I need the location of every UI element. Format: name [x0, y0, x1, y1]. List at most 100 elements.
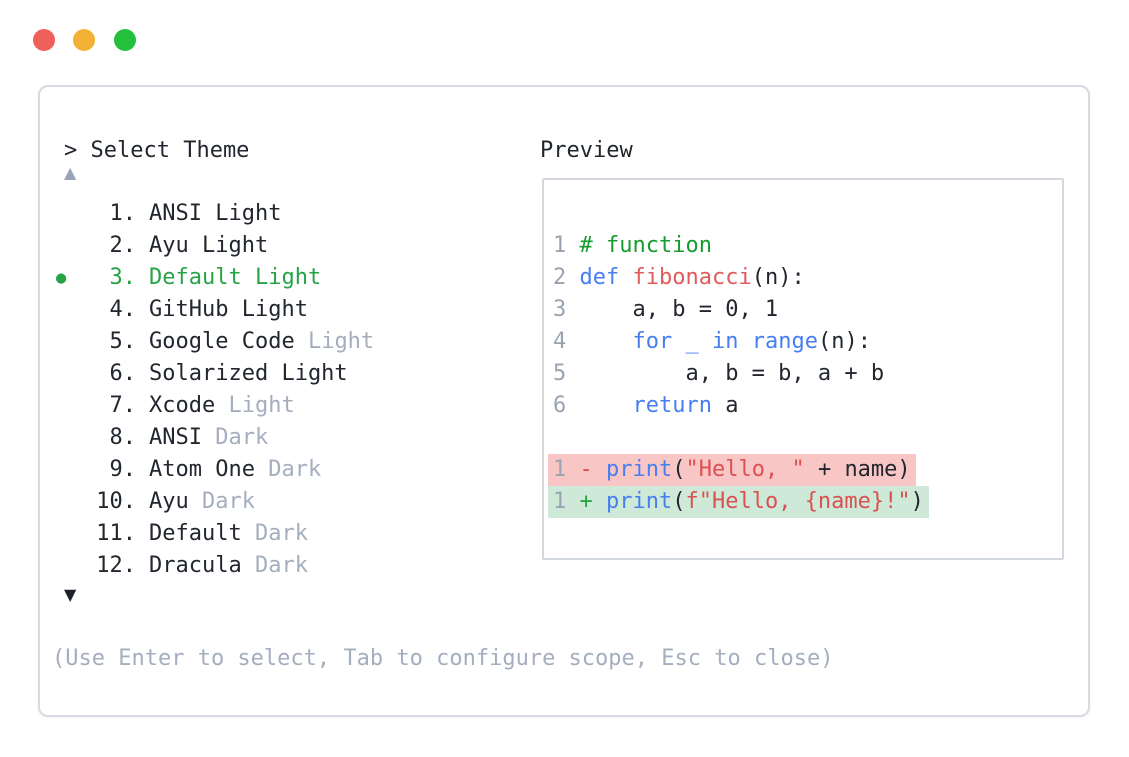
minimize-button[interactable]	[73, 29, 95, 51]
theme-list-item[interactable]: 4. GitHub Light	[56, 294, 526, 326]
theme-list-item[interactable]: 6. Solarized Light	[56, 358, 526, 390]
selected-bullet-icon: ●	[56, 268, 67, 288]
theme-list-item[interactable]: ● 3. Default Light	[56, 262, 526, 294]
token-plain: (n):	[817, 329, 871, 354]
diff-line-added: 1 + print(f"Hello, {name}!")	[548, 486, 929, 518]
code-line: 3 a, b = 0, 1	[548, 294, 783, 326]
select-theme-prompt: > Select Theme	[64, 138, 250, 163]
token-plain	[580, 329, 633, 354]
theme-list-item[interactable]: 10. Ayu Dark	[56, 486, 526, 518]
theme-item-name: ANSI Light	[149, 201, 282, 226]
theme-item-name: Solarized Light	[149, 361, 348, 386]
line-number: 4	[553, 329, 580, 354]
line-number: 1	[553, 457, 580, 482]
code-line: 2 def fibonacci(n):	[548, 262, 810, 294]
diff-line-removed: 1 - print("Hello, " + name)	[548, 454, 916, 486]
token-kw: _	[685, 329, 699, 354]
token-plain	[699, 329, 712, 354]
theme-item-number: 5.	[109, 329, 137, 354]
theme-item-variant: Dark	[201, 425, 269, 450]
theme-item-name: Default	[149, 521, 242, 546]
token-plain	[738, 329, 751, 354]
line-number: 2	[553, 265, 580, 290]
token-comment: # function	[579, 233, 712, 258]
scroll-up-icon[interactable]: ▲	[64, 163, 77, 182]
theme-list-item[interactable]: 8.ANSI Dark	[56, 422, 526, 454]
scroll-down-icon[interactable]: ▼	[64, 585, 77, 604]
theme-item-number: 2.	[109, 233, 137, 258]
token-kw: for	[632, 329, 673, 354]
theme-list-item[interactable]: 5. Google Code Light	[56, 326, 526, 358]
token-plain: (n):	[751, 265, 805, 290]
theme-item-name: Google Code	[149, 329, 295, 354]
theme-item-variant: Dark	[241, 521, 308, 546]
token-kw: return	[632, 393, 712, 418]
theme-item-name: Ayu Light	[149, 233, 269, 258]
token-fn: fibonacci	[632, 265, 752, 290]
token-plain: + name)	[804, 457, 911, 482]
token-plain: (	[672, 457, 686, 482]
code-line: 6 return a	[548, 390, 743, 422]
theme-item-name: GitHub Light	[149, 297, 308, 322]
preview-title: Preview	[540, 138, 633, 163]
theme-item-variant: Light	[215, 393, 295, 418]
theme-item-name: Default Light	[149, 265, 322, 290]
theme-list-item[interactable]: 11. Default Dark	[56, 518, 526, 550]
token-plain	[580, 393, 633, 418]
token-kw: def	[579, 265, 620, 290]
theme-item-name: ANSI	[149, 425, 202, 450]
theme-item-variant: Dark	[241, 553, 308, 578]
token-plain: )	[910, 489, 924, 514]
token-kw: print	[606, 457, 673, 482]
zoom-button[interactable]	[114, 29, 136, 51]
theme-item-number: 11.	[96, 521, 136, 546]
token-str: "Hello, "	[685, 457, 805, 482]
theme-item-number: 12.	[96, 553, 136, 578]
line-number: 1	[553, 233, 580, 258]
token-kw: range	[751, 329, 818, 354]
theme-item-number: 4.	[109, 297, 137, 322]
theme-list-item[interactable]: 1. ANSI Light	[56, 198, 526, 230]
theme-list-item[interactable]: 12. Dracula Dark	[56, 550, 526, 582]
token-minus: -	[579, 457, 606, 482]
theme-item-variant: Dark	[254, 457, 322, 482]
token-plain	[672, 329, 685, 354]
token-plain: a, b = 0, 1	[579, 297, 779, 322]
theme-list-item[interactable]: 9. Atom One Dark	[56, 454, 526, 486]
theme-item-number: 7.	[109, 393, 137, 418]
keyboard-hint: (Use Enter to select, Tab to configure s…	[52, 646, 834, 671]
token-plain	[619, 265, 632, 290]
theme-item-name: Ayu	[149, 489, 189, 514]
theme-item-number: 3.	[109, 265, 137, 290]
line-number: 6	[553, 393, 580, 418]
token-str: f"Hello, {name}!"	[685, 489, 911, 514]
theme-item-variant: Light	[294, 329, 375, 354]
code-blank-line	[548, 422, 1058, 454]
theme-item-number: 9.	[109, 457, 137, 482]
code-line: 5 a, b = b, a + b	[548, 358, 889, 390]
theme-list-item[interactable]: 7. Xcode Light	[56, 390, 526, 422]
theme-list-item[interactable]: 2. Ayu Light	[56, 230, 526, 262]
code-line: 4 for _ in range(n):	[548, 326, 876, 358]
token-plain: a	[711, 393, 739, 418]
theme-item-name: Dracula	[149, 553, 242, 578]
theme-item-name: Xcode	[149, 393, 216, 418]
line-number: 3	[553, 297, 580, 322]
theme-item-variant: Dark	[188, 489, 255, 514]
line-number: 1	[553, 489, 580, 514]
close-button[interactable]	[33, 29, 55, 51]
token-kw: in	[711, 329, 739, 354]
token-plain: (	[672, 489, 686, 514]
theme-item-number: 1.	[109, 201, 137, 226]
code-line: 1 # function	[548, 230, 717, 262]
theme-item-number: 10.	[96, 489, 136, 514]
theme-list: 1. ANSI Light 2. Ayu Light ● 3. Default Light 4…	[56, 198, 526, 582]
theme-picker-window: > Select Theme ▲ 1. ANSI Light 2. Ayu Light…	[38, 85, 1090, 717]
line-number: 5	[553, 361, 580, 386]
token-plus: +	[579, 489, 606, 514]
theme-item-name: Atom One	[149, 457, 255, 482]
theme-item-number: 6.	[109, 361, 137, 386]
